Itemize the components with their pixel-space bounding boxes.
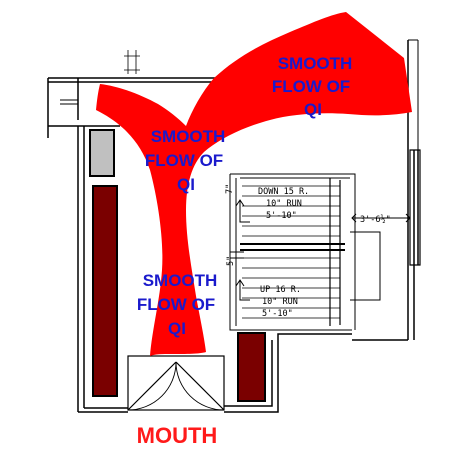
qi-flow-arrow — [96, 12, 412, 356]
door-leaf-right — [175, 361, 225, 411]
side-dimension-line — [350, 213, 411, 301]
door-swing-right — [175, 361, 225, 411]
stair-treads — [242, 178, 341, 326]
annotation-bottom-line-3: QI — [168, 319, 186, 338]
stair-landing — [240, 243, 345, 251]
stair-note-down-line-2: 10" RUN — [266, 199, 302, 209]
annotation-bottom-line-2: FLOW OF — [137, 295, 215, 314]
stair-note-up-line-3: 5'-10" — [262, 309, 293, 319]
cabinet-dark-right — [237, 332, 266, 402]
side-dimension-box — [350, 231, 381, 301]
stair-note-up-line-2: 10" RUN — [262, 297, 298, 307]
down-arrow — [235, 199, 250, 223]
mouth-label: MOUTH — [137, 423, 218, 448]
landing-tick-lines — [230, 251, 244, 259]
small-dimension-label-1: 7" — [225, 184, 235, 194]
top-left-opening-tick — [60, 99, 78, 105]
side-dimension-arrow — [351, 213, 411, 223]
walls — [47, 39, 421, 413]
stair-treads-lower — [242, 257, 340, 319]
door-leaf-left — [127, 361, 177, 411]
stair-note-up-line-1: UP 16 R. — [260, 285, 301, 295]
right-window — [409, 149, 421, 266]
stair-arrows — [235, 199, 250, 301]
right-wall — [352, 40, 419, 341]
top-left-wall — [47, 77, 230, 126]
stair-treads-upper — [242, 185, 340, 237]
left-wall — [47, 125, 128, 413]
annotation-top-right: SMOOTH FLOW OF QI — [272, 54, 352, 119]
side-dimension-label: 3'-6½" — [360, 214, 391, 225]
annotation-middle-left-line-3: QI — [177, 175, 195, 194]
stair-enclosure — [229, 173, 356, 331]
annotation-top-right-line-1: SMOOTH — [278, 54, 353, 73]
annotation-middle-left: SMOOTH FLOW OF QI — [145, 127, 225, 194]
cabinet-dark-left — [92, 185, 118, 397]
annotation-bottom-line-1: SMOOTH — [143, 271, 218, 290]
stair-handrail — [329, 178, 341, 326]
annotation-middle-left-line-2: FLOW OF — [145, 151, 223, 170]
landing-ticks — [230, 251, 244, 259]
grid-mark-top — [124, 50, 140, 74]
stair-note-down-line-1: DOWN 15 R. — [258, 187, 309, 197]
small-dimension-labels: 7" 5" — [225, 184, 236, 266]
up-arrow — [235, 279, 250, 301]
cabinet-light-top — [89, 129, 115, 177]
door-swing-left — [127, 361, 177, 411]
right-top-lines — [408, 39, 419, 150]
stair-note-down-line-3: 5'-10" — [266, 211, 297, 221]
entry-door — [127, 355, 225, 411]
annotation-bottom: SMOOTH FLOW OF QI — [137, 271, 217, 338]
small-dimension-label-2: 5" — [226, 256, 236, 266]
stair-note-down: DOWN 15 R. 10" RUN 5'-10" — [258, 187, 309, 221]
annotation-top-right-line-3: QI — [304, 100, 322, 119]
stair-note-up: UP 16 R. 10" RUN 5'-10" — [260, 285, 301, 319]
bottom-wall-right — [224, 333, 352, 413]
annotation-top-right-line-2: FLOW OF — [272, 77, 350, 96]
annotation-middle-left-line-1: SMOOTH — [151, 127, 226, 146]
